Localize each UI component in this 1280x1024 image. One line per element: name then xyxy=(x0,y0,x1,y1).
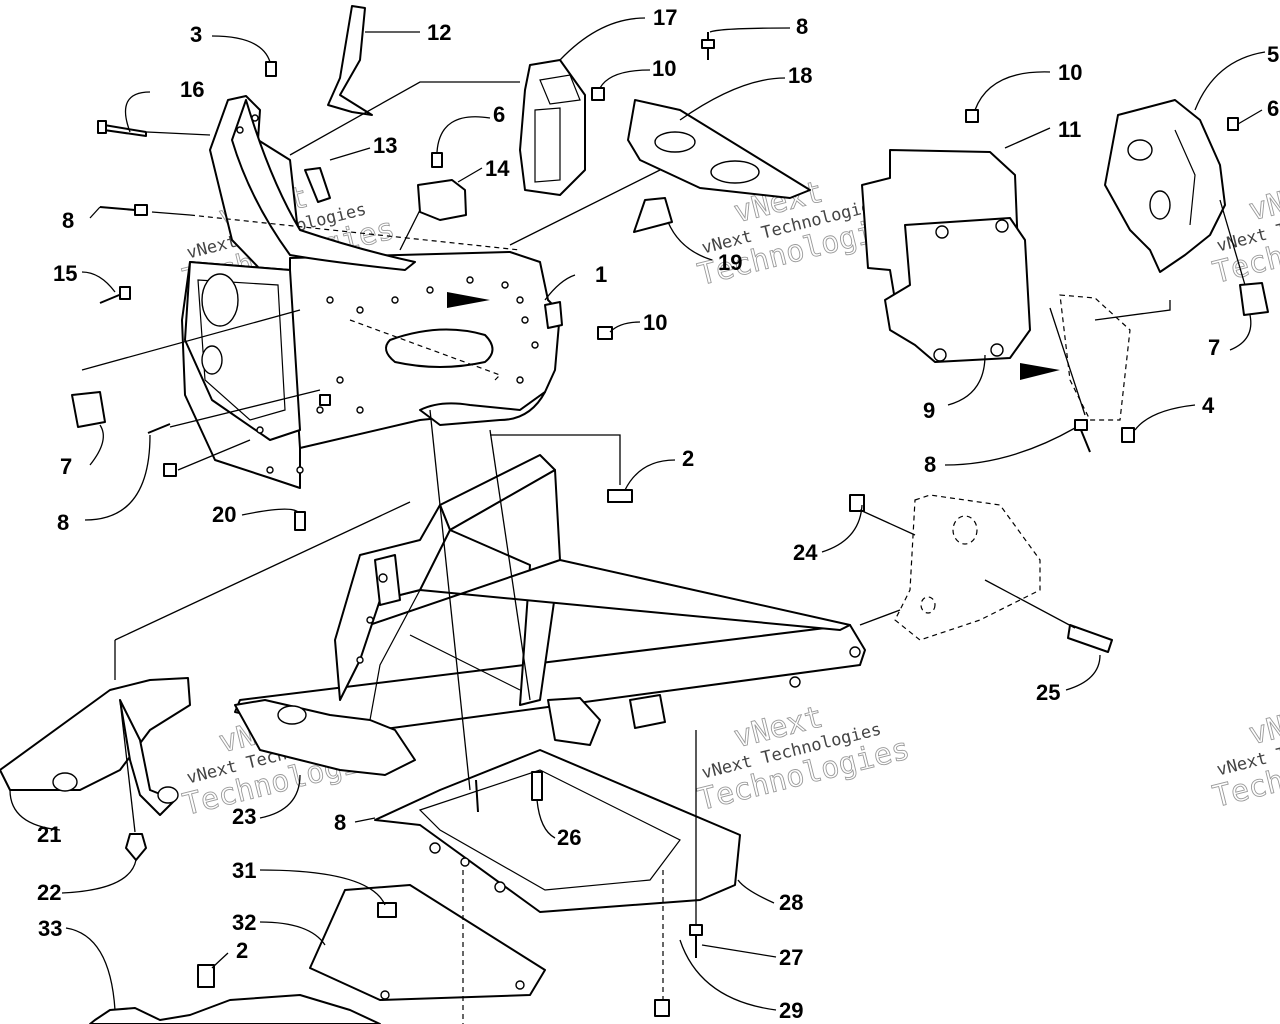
callout-25: 25 xyxy=(1036,680,1060,705)
callout-6: 6 xyxy=(1267,96,1279,121)
callout-1: 1 xyxy=(595,262,607,287)
callout-10: 10 xyxy=(652,56,676,81)
part-7-block xyxy=(71,391,106,428)
callout-2: 2 xyxy=(236,938,248,963)
callout-14: 14 xyxy=(485,156,510,181)
part-main-frame xyxy=(234,454,866,746)
callout-15: 15 xyxy=(53,261,77,286)
callout-labels: 1 2 2 3 4 5 6 6 7 7 8 8 8 8 8 9 10 10 10… xyxy=(37,5,1279,1023)
callout-18: 18 xyxy=(788,63,812,88)
callout-22: 22 xyxy=(37,880,61,905)
callout-2: 2 xyxy=(682,446,694,471)
direction-arrow xyxy=(1020,363,1060,380)
callout-31: 31 xyxy=(232,858,256,883)
part-ghost-frame-right xyxy=(894,494,1041,641)
leader-lines xyxy=(9,17,1266,1024)
callout-21: 21 xyxy=(37,822,61,847)
callout-7: 7 xyxy=(60,454,72,479)
part-23-arm xyxy=(234,699,416,776)
watermark-text: vNext xyxy=(1245,173,1280,229)
part-28-skid-plate xyxy=(374,749,741,913)
callout-13: 13 xyxy=(373,133,397,158)
callout-7: 7 xyxy=(1208,335,1220,360)
callout-11: 11 xyxy=(1058,117,1081,142)
callout-8: 8 xyxy=(62,208,74,233)
callout-17: 17 xyxy=(653,5,677,30)
callout-24: 24 xyxy=(793,540,818,565)
callout-8: 8 xyxy=(796,14,808,39)
part-17-module xyxy=(519,59,586,196)
callout-8: 8 xyxy=(57,510,69,535)
part-33-shroud xyxy=(89,994,381,1024)
part-19-bracket xyxy=(633,197,673,233)
callout-20: 20 xyxy=(212,502,236,527)
callout-19: 19 xyxy=(718,250,742,275)
callout-5: 5 xyxy=(1267,42,1279,67)
callout-29: 29 xyxy=(779,998,803,1023)
callout-32: 32 xyxy=(232,910,256,935)
callout-12: 12 xyxy=(427,20,451,45)
part-front-bulkhead xyxy=(181,95,563,489)
callout-10: 10 xyxy=(643,310,667,335)
callout-4: 4 xyxy=(1202,393,1215,418)
ghost-bracket-outline xyxy=(1059,294,1131,421)
part-14-bracket xyxy=(417,179,467,221)
callout-28: 28 xyxy=(779,890,803,915)
callout-8: 8 xyxy=(924,452,936,477)
part-12-bracket xyxy=(327,5,373,116)
part-5-bracket xyxy=(1104,99,1226,273)
watermark-text: vNext xyxy=(1245,697,1280,753)
callout-8: 8 xyxy=(334,810,346,835)
part-21-arm xyxy=(0,677,191,816)
callout-33: 33 xyxy=(38,916,62,941)
callout-23: 23 xyxy=(232,804,256,829)
callout-27: 27 xyxy=(779,945,803,970)
part-18-plate xyxy=(627,99,811,199)
callout-10: 10 xyxy=(1058,60,1082,85)
part-32-lower-plate xyxy=(309,884,546,1001)
callout-3: 3 xyxy=(190,22,202,47)
callout-26: 26 xyxy=(557,825,581,850)
callout-6: 6 xyxy=(493,102,505,127)
part-11-box xyxy=(861,149,1031,363)
callout-9: 9 xyxy=(923,398,935,423)
callout-16: 16 xyxy=(180,77,204,102)
part-7-block xyxy=(1239,282,1269,316)
